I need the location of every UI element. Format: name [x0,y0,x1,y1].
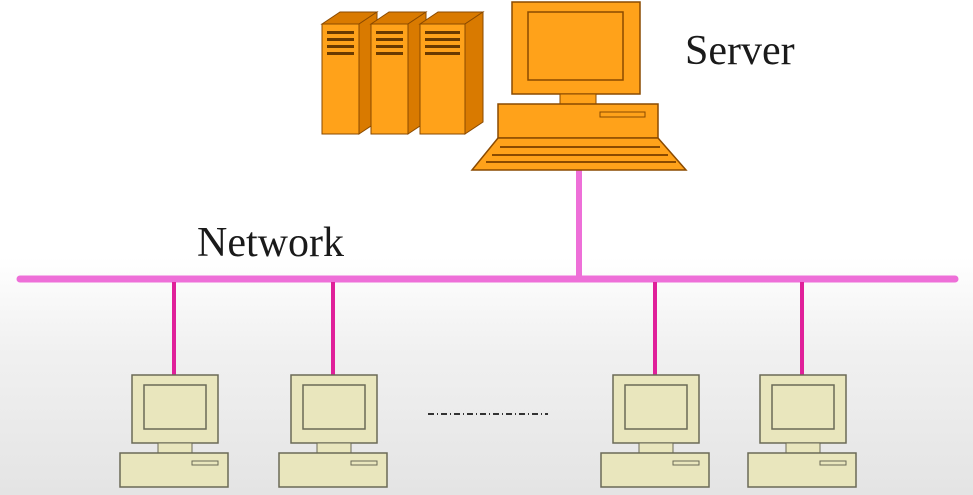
client-computer-icon [600,374,710,488]
server-computer-icon [470,1,688,171]
server-rack-icon [320,11,485,135]
client-computer-icon [119,374,229,488]
server-tower-unit [418,11,485,135]
client-computer-icon [747,374,857,488]
server-tower-unit [320,11,379,135]
server-tower-unit [369,11,428,135]
server-label: Server [685,28,795,74]
client-computer-icon [278,374,388,488]
network-label: Network [197,220,344,266]
